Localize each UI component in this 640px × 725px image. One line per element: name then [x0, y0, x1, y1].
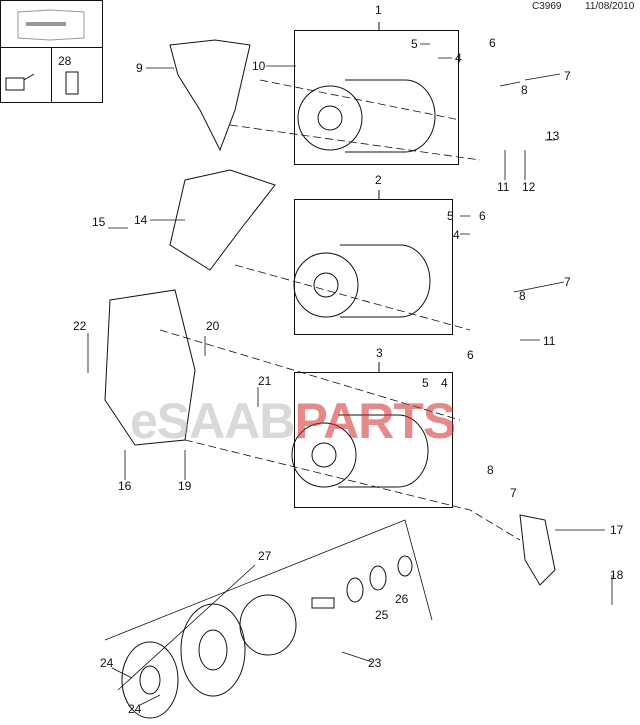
callout-2: 2	[375, 173, 382, 187]
callout-25: 25	[375, 608, 389, 622]
callout-6b: 6	[479, 209, 486, 223]
refrigerant-bottle-icon	[51, 47, 103, 103]
callout-6c: 6	[467, 348, 474, 362]
callout-8: 8	[521, 83, 528, 97]
diagram-date: 11/08/2010	[585, 1, 635, 12]
callout-4c: 4	[441, 376, 448, 390]
callout-28: 28	[58, 54, 72, 68]
compressor-box-3	[294, 372, 453, 508]
compressor-1	[297, 79, 436, 153]
callout-8b: 8	[519, 289, 526, 303]
callout-6: 6	[489, 36, 496, 50]
callout-4: 4	[455, 51, 462, 65]
callout-1: 1	[375, 3, 382, 17]
compressor-2	[293, 244, 431, 318]
callout-21: 21	[258, 374, 272, 388]
callout-7c: 7	[510, 486, 517, 500]
callout-5b: 5	[447, 209, 454, 223]
callout-12: 12	[522, 180, 536, 194]
callout-7: 7	[564, 69, 571, 83]
callout-3: 3	[376, 346, 383, 360]
callout-11: 11	[497, 180, 510, 194]
diagram-code: C3969	[532, 1, 562, 12]
callout-22: 22	[73, 319, 87, 333]
compressor-box-2	[294, 199, 453, 335]
callout-13: 13	[546, 129, 560, 143]
bracket-9	[169, 39, 251, 152]
watermark-logo: eSAABPARTS	[130, 393, 456, 449]
callout-8c: 8	[487, 463, 494, 477]
compressor-3	[291, 414, 429, 488]
callout-5: 5	[411, 37, 418, 51]
callout-15: 15	[92, 215, 106, 229]
callout-19: 19	[178, 479, 192, 493]
compressor-box-1	[294, 30, 459, 165]
bracket-17	[519, 514, 556, 586]
callout-24: 24	[100, 656, 114, 670]
callout-14: 14	[134, 213, 148, 227]
callout-5c: 5	[422, 376, 429, 390]
oil-can-icon	[0, 47, 52, 103]
callout-9: 9	[136, 61, 143, 75]
callout-4b: 4	[453, 228, 460, 242]
bracket-14	[169, 169, 276, 271]
callout-23: 23	[368, 656, 382, 670]
callout-18: 18	[610, 568, 624, 582]
callout-20: 20	[206, 319, 220, 333]
callout-7b: 7	[564, 275, 571, 289]
callout-17: 17	[610, 523, 624, 537]
callout-10: 10	[252, 59, 266, 73]
callout-27: 27	[258, 549, 272, 563]
callout-26: 26	[395, 592, 409, 606]
callout-16: 16	[118, 479, 132, 493]
callout-24b: 24	[128, 702, 142, 716]
callout-11b: 11	[543, 334, 556, 348]
